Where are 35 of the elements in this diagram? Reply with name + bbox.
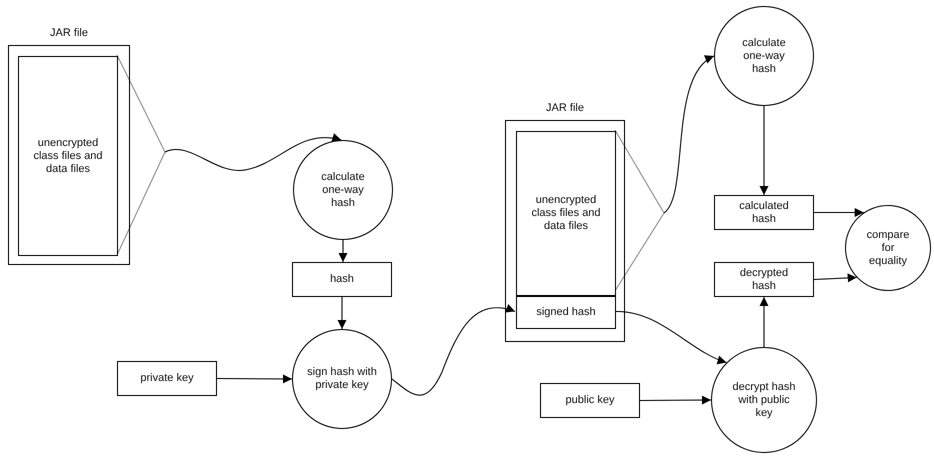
arrow <box>164 134 342 171</box>
node-label: unencrypted class files and data files <box>530 194 602 233</box>
arrow <box>760 296 768 348</box>
node-label: decrypted hash <box>738 266 790 292</box>
arrow <box>392 304 516 396</box>
process-box <box>540 383 640 418</box>
container-title: JAR file <box>545 102 585 115</box>
arrow <box>760 106 768 196</box>
node-label: calculate one-way hash <box>741 36 787 76</box>
node-label: decrypt hash with public key <box>732 380 796 420</box>
arrow <box>338 240 348 262</box>
arrow <box>338 296 346 330</box>
arrow <box>640 396 712 405</box>
node-label: private key <box>140 372 194 385</box>
node-label: hash <box>330 273 354 286</box>
arrow <box>614 311 727 364</box>
arrow <box>814 208 864 217</box>
node-label: signed hash <box>536 306 596 319</box>
arrow <box>216 374 292 384</box>
node-label: unencrypted class files and data files <box>32 136 104 176</box>
process-box <box>18 56 118 256</box>
process-box <box>714 195 814 230</box>
container-title: JAR file <box>49 27 89 40</box>
process-box <box>117 361 217 396</box>
process-box <box>714 262 814 297</box>
process-box <box>516 296 616 329</box>
process-box <box>516 131 616 296</box>
node-label: compare for equality <box>866 228 910 268</box>
process-box <box>292 262 392 297</box>
arrow <box>664 56 714 214</box>
node-label: calculated hash <box>738 200 790 226</box>
node-label: sign hash with private key <box>306 366 378 392</box>
node-label: public key <box>566 394 614 407</box>
node-label: calculate one-way hash <box>320 170 366 210</box>
arrow <box>814 273 858 282</box>
